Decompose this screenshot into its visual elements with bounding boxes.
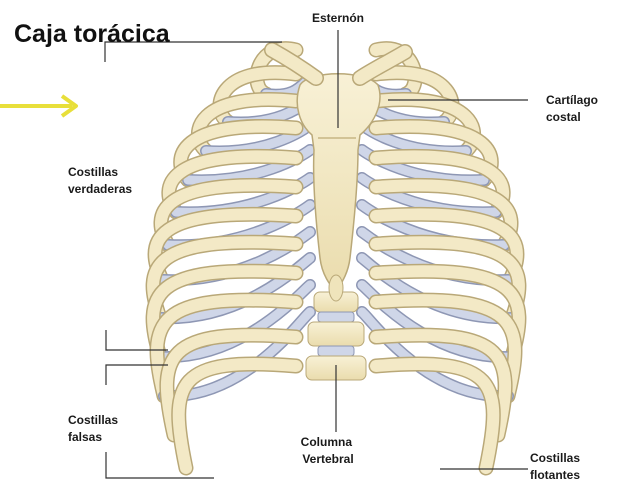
costal-cartilage-label: Cartílago costal [546,93,601,124]
true-ribs-label: Costillas verdaderas [68,165,132,196]
yellow-arrow-icon [0,96,76,116]
sternum-label: Esternón [312,11,364,25]
false-ribs-label: Costillas falsas [68,413,121,444]
false-ribs-bracket-bottom [106,452,214,478]
floating-ribs-label: Costillas flotantes [530,451,583,482]
page-title: Caja torácica [14,20,171,48]
vertebral-column-label: Columna Vertebral [301,435,356,466]
